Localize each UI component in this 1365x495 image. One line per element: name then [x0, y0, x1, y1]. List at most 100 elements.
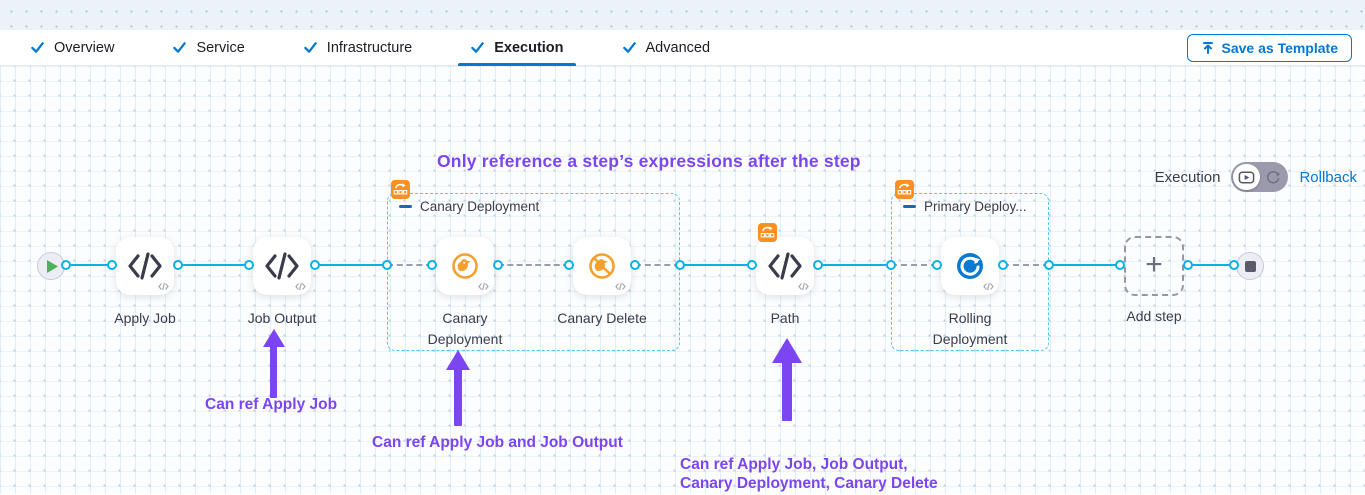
stop-icon — [1244, 260, 1256, 272]
connector-port[interactable] — [886, 260, 896, 270]
connector-port[interactable] — [382, 260, 392, 270]
connector-port[interactable] — [932, 260, 942, 270]
group-header: Primary Deploy... — [903, 199, 1027, 214]
tab-label: Overview — [54, 39, 115, 56]
connector-port[interactable] — [427, 260, 437, 270]
connector-port[interactable] — [747, 260, 757, 270]
looping-strategy-icon[interactable] — [895, 180, 914, 199]
connector-line — [680, 264, 752, 266]
group-label: Canary Deployment — [420, 199, 540, 214]
rollback-link[interactable]: Rollback — [1299, 168, 1357, 186]
connector-port[interactable] — [173, 260, 183, 270]
save-as-template-label: Save as Template — [1221, 40, 1338, 56]
tab-service[interactable]: Service — [160, 30, 256, 65]
save-as-template-button[interactable]: Save as Template — [1186, 34, 1352, 62]
tab-overview[interactable]: Overview — [18, 30, 126, 65]
collapse-icon[interactable] — [399, 205, 412, 208]
step-canary-deployment[interactable] — [436, 237, 494, 295]
execution-mode-label: Execution — [1154, 168, 1221, 186]
code-icon — [767, 251, 803, 281]
step-canary-delete[interactable] — [573, 237, 631, 295]
step-label-canary-deployment: Canary Deployment — [427, 310, 503, 347]
annotation-note-path-line2: Canary Deployment, Canary Delete — [680, 475, 938, 492]
step-label-apply-job: Apply Job — [114, 310, 176, 326]
annotation-note-path: Can ref Apply Job, Job Output, Canary De… — [680, 455, 938, 493]
connector-port[interactable] — [244, 260, 254, 270]
connector-dashed-line — [387, 264, 432, 266]
check-icon — [30, 40, 45, 55]
connector-port[interactable] — [61, 260, 71, 270]
connector-port[interactable] — [813, 260, 823, 270]
annotation-arrow-shaft — [454, 369, 462, 426]
check-icon — [470, 40, 485, 55]
rolling-deployment-icon — [955, 251, 985, 281]
collapse-icon[interactable] — [903, 205, 916, 208]
code-badge-icon — [478, 282, 489, 291]
connector-line — [1049, 264, 1120, 266]
annotation-arrow-icon — [446, 350, 470, 370]
connector-port[interactable] — [675, 260, 685, 270]
add-step-label: Add step — [1126, 308, 1182, 324]
tab-label: Service — [196, 39, 245, 56]
looping-strategy-icon[interactable] — [391, 180, 410, 199]
connector-line — [66, 264, 112, 266]
connector-port[interactable] — [1183, 260, 1193, 270]
connector-line — [1188, 264, 1236, 266]
check-icon — [303, 40, 318, 55]
pipeline-canvas[interactable]: Only reference a step’s expressions afte… — [0, 66, 1365, 494]
step-apply-job[interactable] — [116, 237, 174, 295]
play-icon — [46, 259, 59, 273]
plus-icon: + — [1145, 247, 1163, 281]
connector-line — [178, 264, 249, 266]
group-header: Canary Deployment — [399, 199, 539, 214]
tab-execution[interactable]: Execution — [458, 30, 576, 66]
annotation-note-job-output: Can ref Apply Job — [205, 396, 338, 413]
execution-toggle-segment[interactable] — [1233, 164, 1261, 190]
tab-label: Advanced — [645, 39, 711, 56]
annotation-arrow-shaft — [782, 362, 792, 421]
connector-port[interactable] — [107, 260, 117, 270]
step-group-primary-deployment[interactable]: Primary Deploy... — [891, 193, 1049, 351]
tab-advanced[interactable]: Advanced — [610, 30, 723, 65]
code-icon — [127, 251, 163, 281]
connector-dashed-line — [891, 264, 937, 266]
connector-port[interactable] — [310, 260, 320, 270]
connector-port[interactable] — [1115, 260, 1125, 270]
connector-port[interactable] — [1229, 260, 1239, 270]
execution-rollback-toggle[interactable] — [1231, 162, 1289, 192]
canary-bird-icon — [450, 251, 480, 281]
connector-line — [818, 264, 891, 266]
annotation-arrow-shaft — [270, 346, 277, 398]
annotation-note-path-line1: Can ref Apply Job, Job Output, — [680, 456, 908, 473]
pipeline-start-node[interactable] — [37, 252, 65, 280]
step-label-job-output: Job Output — [247, 310, 317, 326]
annotation-title: Only reference a step’s expressions afte… — [437, 151, 861, 171]
step-rolling-deployment[interactable] — [941, 237, 999, 295]
step-label-rolling-deployment: Rolling Deployment — [932, 310, 1008, 347]
connector-port[interactable] — [564, 260, 574, 270]
tab-label: Execution — [494, 39, 564, 56]
check-icon — [622, 40, 637, 55]
step-label-path: Path — [770, 310, 800, 326]
annotation-arrow-icon — [263, 329, 285, 347]
code-badge-icon — [798, 282, 809, 291]
tab-infrastructure[interactable]: Infrastructure — [291, 30, 424, 65]
execution-icon — [1238, 169, 1255, 186]
code-icon — [264, 251, 300, 281]
group-label: Primary Deploy... — [924, 199, 1027, 214]
pipeline-end-node[interactable] — [1236, 252, 1264, 280]
step-path[interactable] — [756, 237, 814, 295]
rollback-icon — [1265, 169, 1281, 185]
connector-port[interactable] — [630, 260, 640, 270]
connector-port[interactable] — [1044, 260, 1054, 270]
add-step-button[interactable]: + — [1124, 236, 1184, 296]
step-job-output[interactable] — [253, 237, 311, 295]
step-group-canary-deployment[interactable]: Canary Deployment — [387, 193, 680, 351]
connector-port[interactable] — [493, 260, 503, 270]
connector-dashed-line — [1003, 264, 1049, 266]
rollback-toggle-segment[interactable] — [1260, 169, 1286, 185]
looping-strategy-icon[interactable] — [758, 223, 777, 242]
connector-dashed-line — [635, 264, 680, 266]
connector-line — [315, 264, 387, 266]
connector-port[interactable] — [998, 260, 1008, 270]
